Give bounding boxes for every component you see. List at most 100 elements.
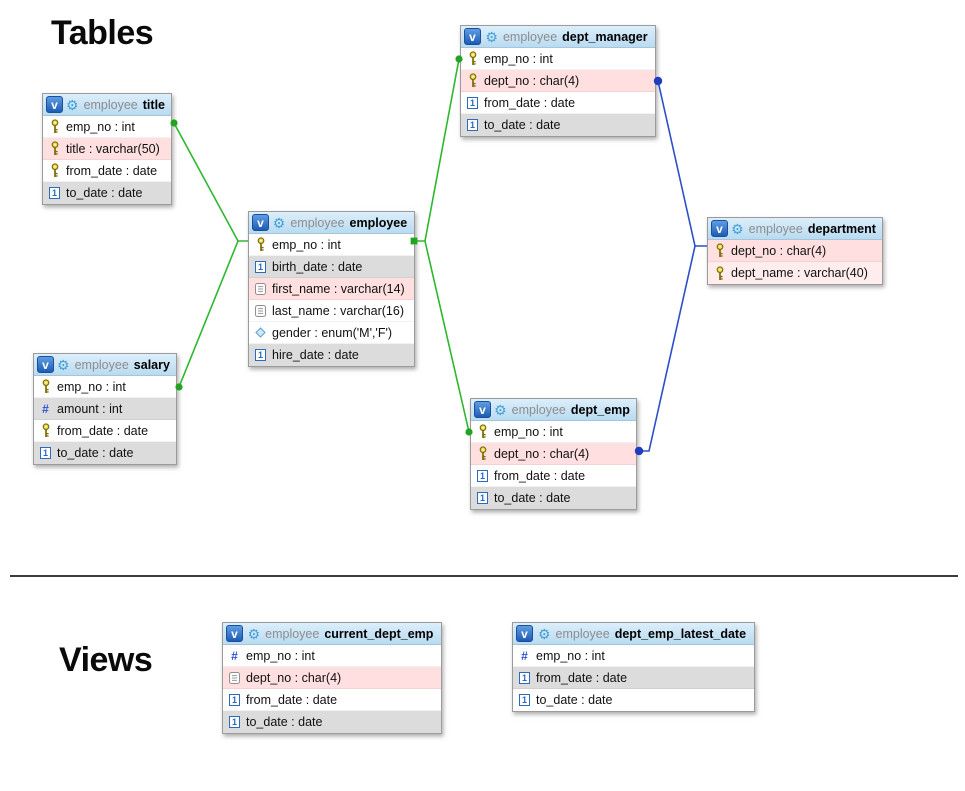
- view-columns-toggle-icon[interactable]: v: [516, 625, 533, 642]
- column-row-dept_emp[interactable]: dept_no : char(4): [471, 443, 636, 465]
- view-columns-toggle-icon[interactable]: v: [464, 28, 481, 45]
- column-label: emp_no : int: [484, 51, 553, 66]
- column-label: dept_no : char(4): [246, 670, 342, 685]
- view-columns-toggle-icon[interactable]: v: [226, 625, 243, 642]
- date-type-icon: 1: [466, 96, 479, 109]
- column-row-salary[interactable]: from_date : date: [34, 420, 176, 442]
- view-columns-toggle-icon[interactable]: v: [37, 356, 54, 373]
- schema-name: employee: [555, 626, 610, 641]
- column-row-salary[interactable]: #amount : int: [34, 398, 176, 420]
- table-options-gear-icon[interactable]: ⚙: [494, 402, 507, 417]
- column-label: to_date : date: [484, 118, 561, 132]
- view-columns-toggle-icon[interactable]: v: [46, 96, 63, 113]
- primary-key-icon: [466, 51, 479, 66]
- table-options-gear-icon[interactable]: ⚙: [66, 97, 79, 112]
- view-columns-toggle-icon[interactable]: v: [474, 401, 491, 418]
- column-row-employee[interactable]: emp_no : int: [249, 234, 414, 256]
- column-label: to_date : date: [66, 186, 143, 200]
- column-row-department[interactable]: dept_name : varchar(40): [708, 262, 882, 284]
- column-label: from_date : date: [57, 423, 149, 438]
- column-label: emp_no : int: [272, 237, 341, 252]
- table-options-gear-icon[interactable]: ⚙: [485, 29, 498, 44]
- table-title: ⚙ employee title: [63, 98, 168, 112]
- column-row-current_dept_emp[interactable]: dept_no : char(4): [223, 667, 441, 689]
- column-row-current_dept_emp[interactable]: #emp_no : int: [223, 645, 441, 667]
- column-label: birth_date : date: [272, 259, 363, 274]
- primary-key-icon: [39, 379, 52, 394]
- numeric-type-icon: #: [231, 648, 238, 663]
- column-row-dept_emp_latest_date[interactable]: #emp_no : int: [513, 645, 754, 667]
- column-row-department[interactable]: dept_no : char(4): [708, 240, 882, 262]
- column-row-employee[interactable]: 1 hire_date : date: [249, 344, 414, 366]
- date-type-icon: 1: [254, 349, 267, 361]
- column-row-title[interactable]: from_date : date: [43, 160, 171, 182]
- table-options-gear-icon[interactable]: ⚙: [57, 357, 70, 372]
- column-row-dept_manager[interactable]: dept_no : char(4): [461, 70, 655, 92]
- primary-key-icon: [476, 424, 489, 439]
- primary-key-icon: [254, 237, 267, 252]
- view-columns-toggle-icon[interactable]: v: [711, 220, 728, 237]
- column-row-salary[interactable]: emp_no : int: [34, 376, 176, 398]
- table-options-gear-icon[interactable]: ⚙: [247, 626, 261, 641]
- column-row-employee[interactable]: gender : enum('M','F'): [249, 322, 414, 344]
- column-label: gender : enum('M','F'): [272, 325, 393, 340]
- column-row-dept_manager[interactable]: emp_no : int: [461, 48, 655, 70]
- column-label: first_name : varchar(14): [272, 281, 405, 296]
- primary-key-icon: [39, 423, 52, 438]
- text-type-icon: [254, 282, 267, 295]
- table-name: title: [142, 97, 165, 112]
- column-label: last_name : varchar(16): [272, 303, 405, 318]
- text-type-icon: [254, 304, 267, 317]
- tables-section-heading: Tables: [51, 14, 154, 52]
- schema-name: employee: [83, 97, 138, 112]
- primary-key-icon: [713, 265, 726, 281]
- column-label: hire_date : date: [272, 348, 359, 362]
- column-row-title[interactable]: title : varchar(50): [43, 138, 171, 160]
- column-label: to_date : date: [246, 715, 323, 729]
- table-header[interactable]: v⚙ employee title: [43, 94, 171, 116]
- enum-type-icon: [254, 327, 267, 338]
- table-options-gear-icon[interactable]: ⚙: [272, 215, 286, 230]
- column-label: dept_no : char(4): [731, 243, 827, 258]
- view-columns-toggle-icon[interactable]: v: [252, 214, 269, 231]
- column-row-dept_emp[interactable]: emp_no : int: [471, 421, 636, 443]
- column-row-employee[interactable]: last_name : varchar(16): [249, 300, 414, 322]
- date-type-icon: 1: [518, 694, 531, 706]
- table-options-gear-icon[interactable]: ⚙: [537, 626, 551, 641]
- column-row-employee[interactable]: first_name : varchar(14): [249, 278, 414, 300]
- primary-key-icon: [476, 446, 489, 461]
- column-row-title[interactable]: emp_no : int: [43, 116, 171, 138]
- table-options-gear-icon[interactable]: ⚙: [731, 221, 744, 236]
